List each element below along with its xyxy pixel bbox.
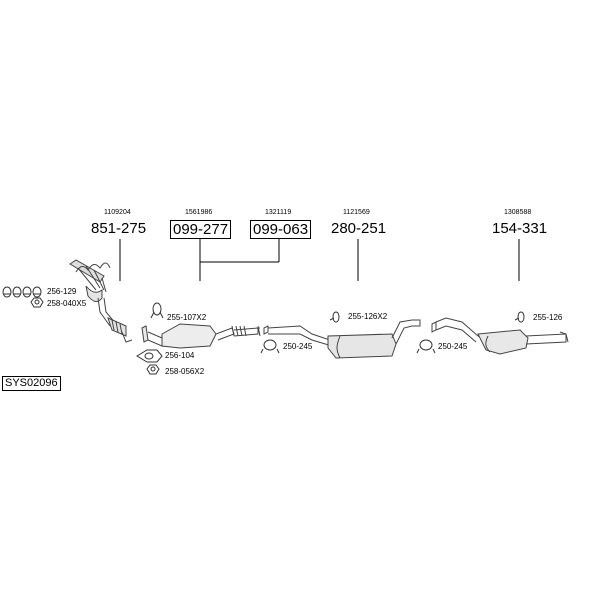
- accessory-label-hanger-rear[interactable]: 255-126: [533, 313, 563, 322]
- part-number-pipe[interactable]: 099-063: [250, 220, 312, 239]
- clamp-icon-cat[interactable]: [150, 302, 164, 319]
- hanger-icon-middle[interactable]: [329, 311, 340, 323]
- hanger-icon-rear[interactable]: [514, 311, 525, 323]
- accessory-label-clamp-rear[interactable]: 250-245: [438, 342, 468, 351]
- system-code-label: SYS02096: [2, 376, 61, 391]
- oem-number-rear-silencer: 1308588: [504, 209, 532, 216]
- leader-lines: [119, 239, 520, 281]
- clamp-icon-middle[interactable]: [260, 339, 280, 354]
- accessory-label-flange-nuts[interactable]: 258-056X2: [165, 367, 205, 376]
- accessory-label-flange-gasket[interactable]: 256-104: [165, 351, 195, 360]
- flange-gasket-icon[interactable]: [136, 349, 163, 363]
- catalytic-converter-icon[interactable]: [141, 323, 261, 349]
- middle-silencer-icon[interactable]: [263, 319, 421, 359]
- accessory-label-hanger-middle[interactable]: 255-126X2: [348, 312, 388, 321]
- accessory-label-clamp-cat[interactable]: 255-107X2: [167, 313, 207, 322]
- exhaust-manifold-icon[interactable]: [69, 259, 133, 343]
- oem-number-pipe: 1321119: [265, 209, 292, 216]
- nut-icon[interactable]: [30, 297, 44, 308]
- accessory-label-nuts[interactable]: 258-040X5: [47, 299, 87, 308]
- part-number-rear-silencer[interactable]: 154-331: [492, 220, 548, 237]
- rear-silencer-icon[interactable]: [431, 317, 569, 355]
- clamp-icon-rear[interactable]: [416, 339, 436, 354]
- part-number-manifold[interactable]: 851-275: [91, 220, 147, 237]
- manifold-gaskets-icon[interactable]: [2, 286, 42, 298]
- oem-number-manifold: 1109204: [104, 209, 131, 216]
- accessory-label-gaskets[interactable]: 256-129: [47, 287, 77, 296]
- flange-nut-icon[interactable]: [146, 364, 160, 375]
- oem-number-catalyst: 1561986: [185, 209, 213, 216]
- part-number-middle-silencer[interactable]: 280-251: [331, 220, 387, 237]
- accessory-label-clamp-middle[interactable]: 250-245: [283, 342, 313, 351]
- part-number-catalyst[interactable]: 099-277: [170, 220, 232, 239]
- oem-number-middle-silencer: 1121569: [343, 209, 370, 216]
